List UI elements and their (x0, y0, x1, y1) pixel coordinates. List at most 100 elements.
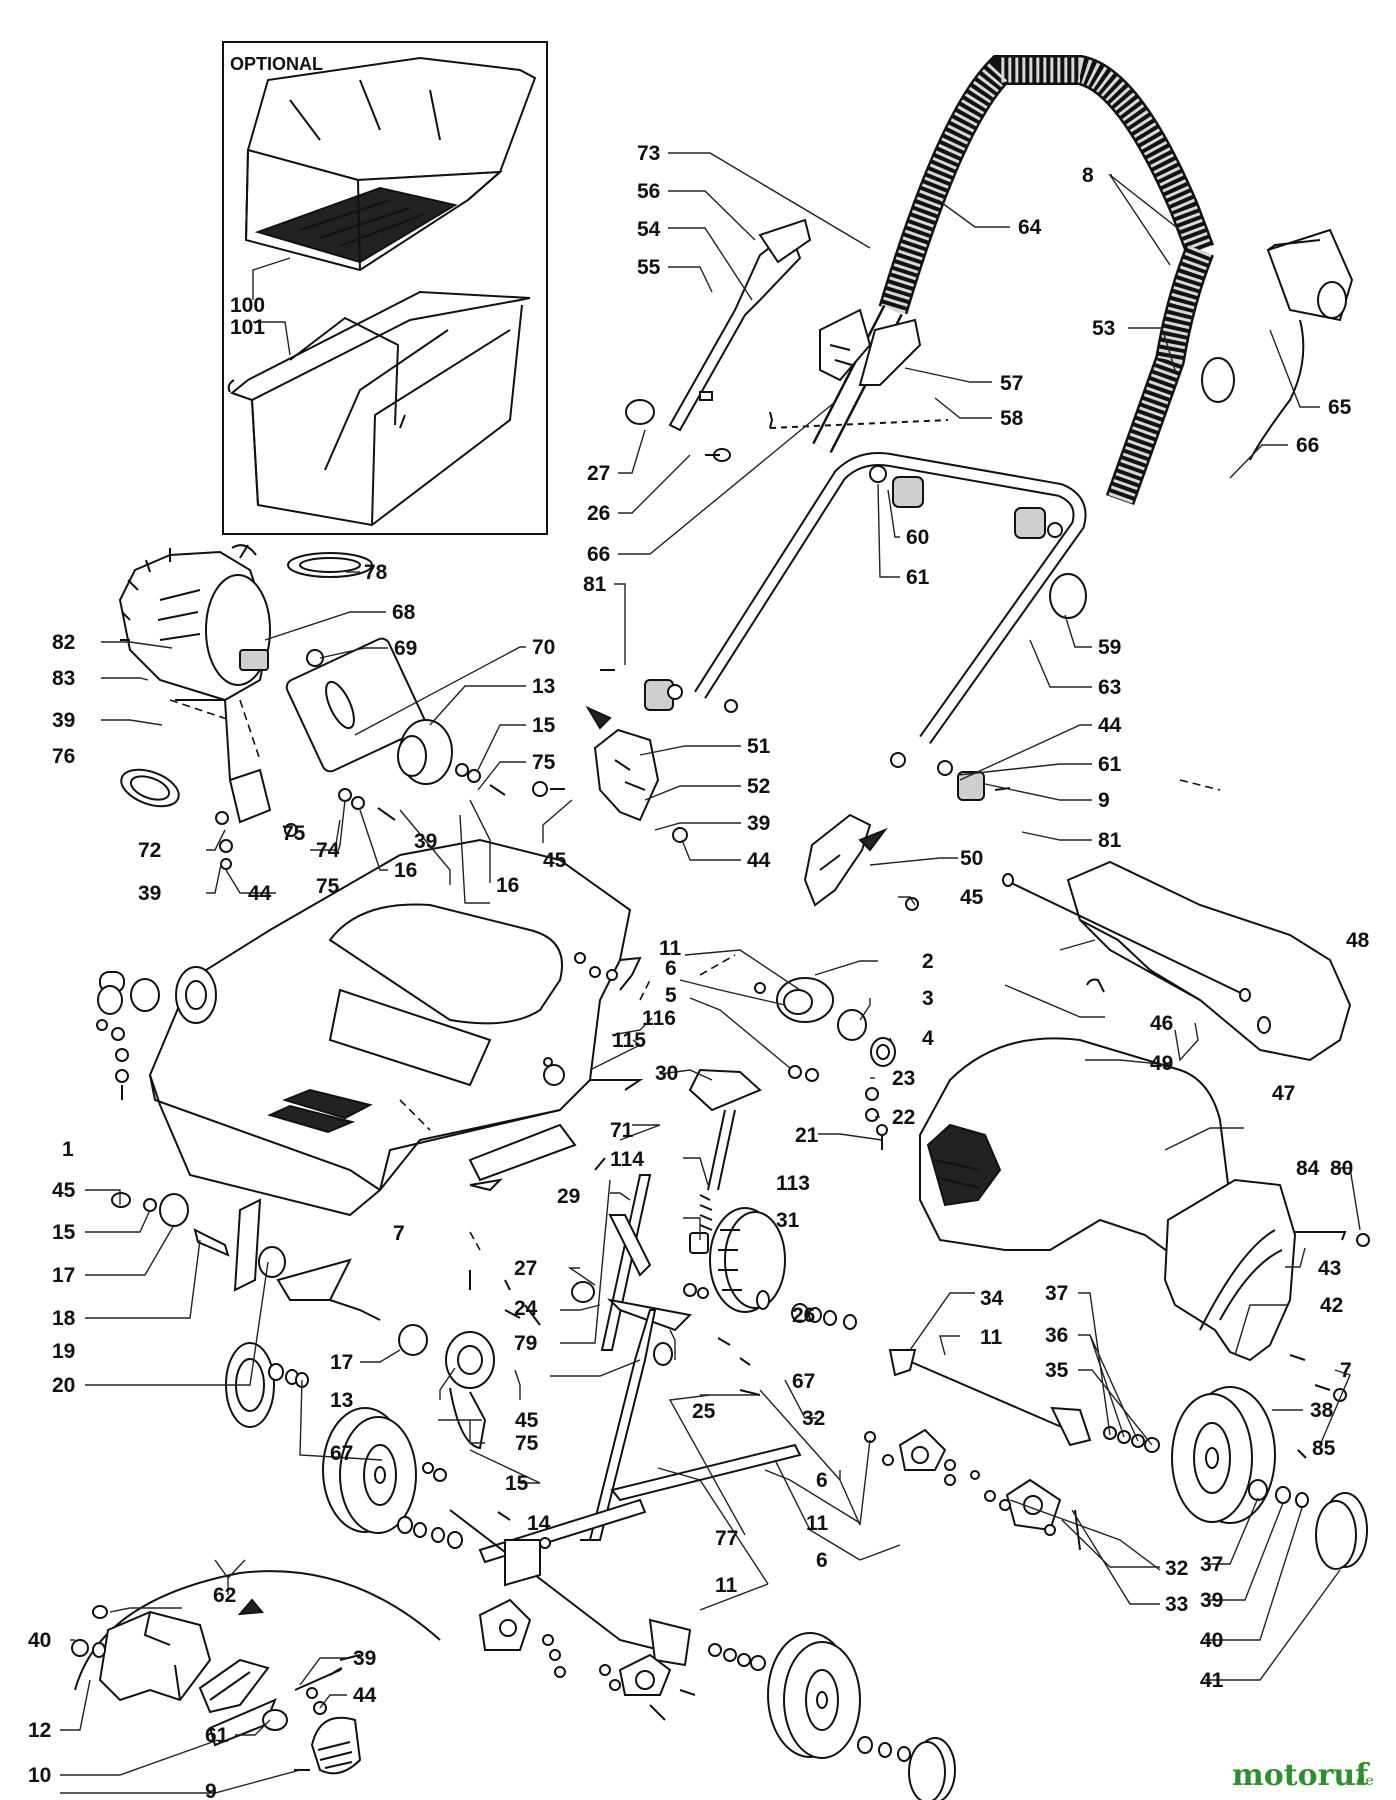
callout-51: 51 (747, 735, 771, 758)
callout-18: 18 (52, 1307, 76, 1330)
callout-37: 37 (1045, 1282, 1068, 1305)
callout-35: 35 (1045, 1359, 1069, 1382)
callout-32: 32 (802, 1407, 825, 1430)
callout-33: 33 (1165, 1593, 1188, 1616)
callout-47: 47 (1272, 1082, 1295, 1105)
callout-39: 39 (52, 709, 75, 732)
callout-61-b: 61 (1098, 753, 1122, 776)
misc-hardware (574, 705, 896, 1150)
rear-axle (864, 1349, 1160, 1551)
callout-37-b: 37 (1200, 1553, 1223, 1576)
callout-3: 3 (922, 987, 934, 1010)
callout-83: 83 (52, 667, 75, 690)
callout-45-d: 45 (515, 1409, 539, 1432)
callout-16: 16 (394, 859, 417, 882)
callout-62: 62 (213, 1584, 236, 1607)
height-lever (625, 218, 812, 462)
right-rear-wheel (1171, 1386, 1368, 1570)
callout-45-c: 45 (52, 1179, 76, 1202)
callout-38: 38 (1310, 1399, 1334, 1422)
callout-15-b: 15 (52, 1221, 76, 1244)
callout-44-c: 44 (248, 882, 272, 905)
callout-27-b: 27 (514, 1257, 537, 1280)
callout-75-d: 75 (515, 1432, 539, 1455)
callout-44-d: 44 (353, 1684, 377, 1707)
rear-flap (1002, 860, 1352, 1062)
callout-65: 65 (1328, 396, 1352, 419)
callout-74: 74 (316, 839, 340, 862)
callout-66-b: 66 (1296, 434, 1319, 457)
callout-71: 80 (1330, 1157, 1353, 1180)
optional-grass-catcher-inset: OPTIONAL (222, 41, 548, 535)
callout-11: 11 (659, 937, 682, 960)
callout-6: 6 (665, 957, 677, 980)
construction-lines (169, 699, 1221, 1251)
callout-20: 20 (52, 1374, 75, 1397)
rear-cover (919, 1037, 1370, 1402)
callout-81: 81 (583, 573, 607, 596)
callout-116: 116 (642, 1007, 676, 1030)
upper-handle (812, 55, 1215, 506)
handle-bracket (769, 308, 949, 429)
callout-68: 68 (392, 601, 416, 624)
callout-8: 8 (1082, 164, 1094, 187)
callout-9: 9 (1098, 789, 1110, 812)
callout-67-b: 67 (330, 1442, 353, 1465)
callout-7-b: 7 (1340, 1359, 1352, 1382)
lower-handle (600, 452, 1087, 801)
callout-39-f: 39 (1200, 1589, 1223, 1612)
callout-80: 31 (776, 1209, 800, 1232)
callout-42: 42 (1320, 1294, 1343, 1317)
callout-17-b: 17 (330, 1351, 353, 1374)
callout-77: 77 (715, 1527, 738, 1550)
callout-43: 43 (1318, 1257, 1341, 1280)
callout-75: 75 (532, 751, 556, 774)
callout-56: 56 (637, 180, 660, 203)
callout-75-c: 75 (282, 822, 306, 845)
callout-11-d: 11 (715, 1574, 738, 1597)
callout-13-b: 13 (330, 1389, 353, 1412)
callout-12: 12 (28, 1719, 51, 1742)
callout-26-b: 26 (792, 1304, 815, 1327)
callout-21: 21 (795, 1124, 819, 1147)
callout-64: 64 (1018, 216, 1042, 239)
callout-67: 67 (792, 1370, 815, 1393)
callout-82: 82 (52, 631, 75, 654)
callout-113: 114 (610, 1148, 644, 1171)
callout-44-b: 44 (747, 849, 771, 872)
callout-58: 58 (1000, 407, 1024, 430)
callout-53: 53 (1092, 317, 1115, 340)
leader-lines (60, 152, 1361, 1794)
blade-parts (96, 966, 541, 1450)
optional-title: OPTIONAL (230, 54, 323, 74)
callout-16-b: 16 (496, 874, 519, 897)
callout-15-c: 15 (505, 1472, 529, 1495)
callout-79: 79 (514, 1332, 537, 1355)
callout-75-b: 75 (316, 875, 340, 898)
motor (118, 544, 427, 870)
callout-55: 55 (637, 256, 661, 279)
callout-7: 7 (393, 1222, 405, 1245)
callout-13: 13 (532, 675, 555, 698)
callout-40-b: 40 (1200, 1629, 1223, 1652)
callout-17: 17 (52, 1264, 75, 1287)
middle-wheel (683, 1207, 857, 1396)
callout-30: 30 (655, 1062, 678, 1085)
callout-23: 23 (892, 1067, 915, 1090)
callout-36: 36 (1045, 1324, 1068, 1347)
callout-15: 15 (532, 714, 556, 737)
callout-14: 14 (527, 1512, 551, 1535)
callout-61-c: 61 (205, 1724, 229, 1747)
callout-46: 46 (1150, 1012, 1173, 1035)
callout-44: 44 (1098, 714, 1122, 737)
callout-39-c: 39 (138, 882, 161, 905)
callout-2: 2 (922, 950, 934, 973)
detail-inset (71, 1570, 441, 1775)
callout-6-b: 6 (816, 1469, 828, 1492)
watermark-suffix: .de (1352, 1773, 1374, 1789)
callout-114: 71 (610, 1119, 634, 1142)
callout-29: 113 (776, 1172, 810, 1195)
callout-labels: 100 101 73 56 54 55 27 26 66 64 8 53 57 … (28, 142, 1370, 1800)
callout-39-d: 39 (414, 830, 437, 853)
